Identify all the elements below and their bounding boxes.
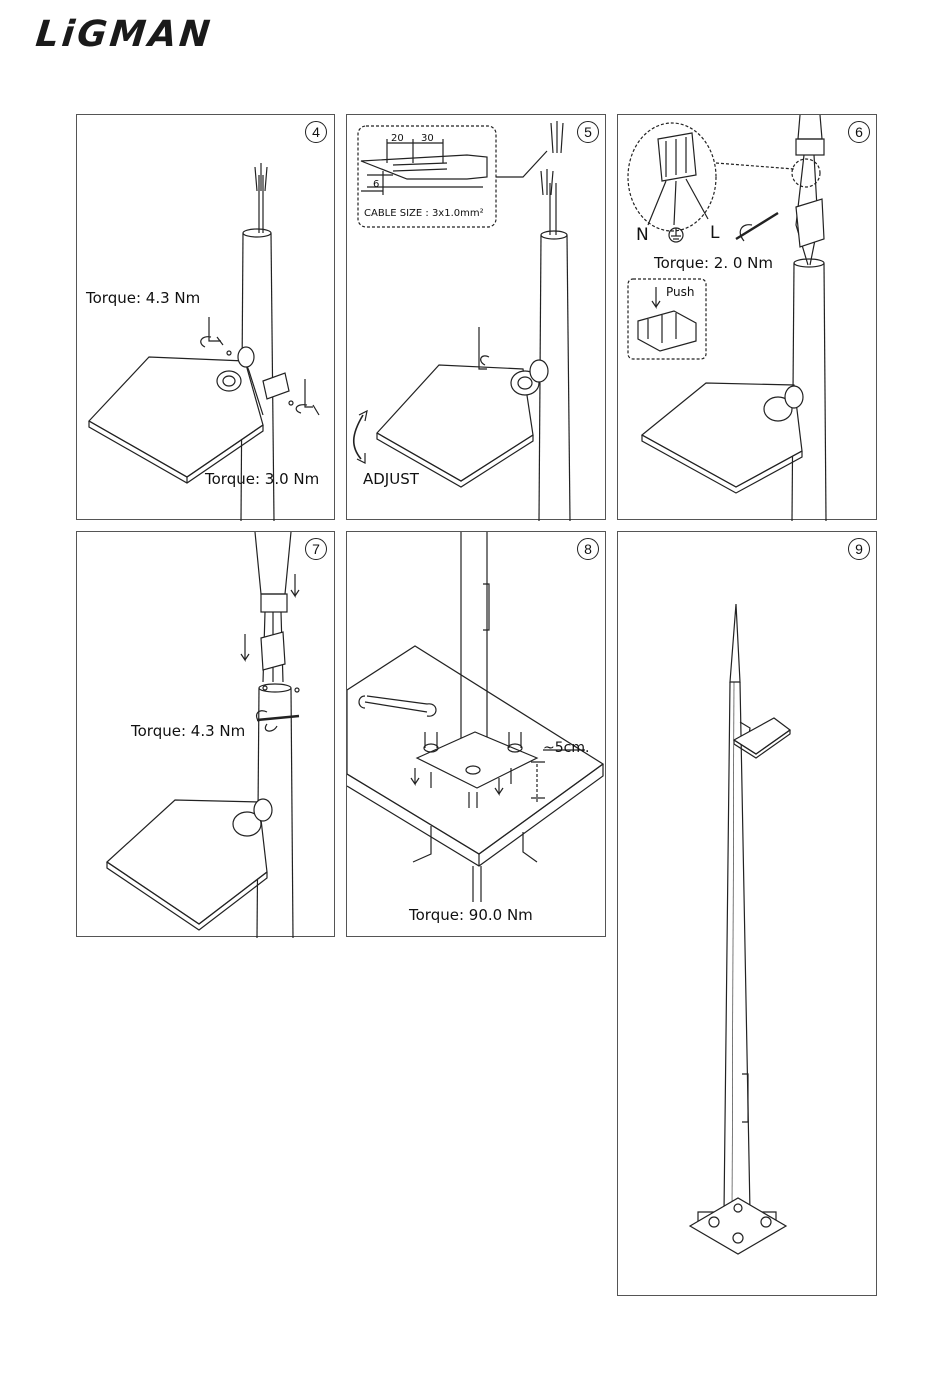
step-8-number: 8 xyxy=(577,538,599,560)
step-6-panel: 6 N L Torque: 2. 0 Nm Push xyxy=(617,114,877,520)
step-7-torque: Torque: 4.3 Nm xyxy=(131,722,245,740)
step-7-panel: 7 Torque: 4.3 Nm xyxy=(76,531,335,937)
ligman-logo: LiGMAN xyxy=(34,14,215,55)
step-8-illustration xyxy=(347,532,607,938)
step-6-illustration xyxy=(618,115,878,521)
step-6-number: 6 xyxy=(848,121,870,143)
step-4-number: 4 xyxy=(305,121,327,143)
step-5-dim-20: 20 xyxy=(391,133,404,144)
step-8-panel: 8 ~5cm. Torque: 90.0 Nm xyxy=(346,531,606,937)
step-5-cable-size: CABLE SIZE : 3x1.0mm² xyxy=(364,208,484,219)
step-5-dim-30: 30 xyxy=(421,133,434,144)
step-5-number: 5 xyxy=(577,121,599,143)
step-7-number: 7 xyxy=(305,538,327,560)
step-4-torque-bottom: Torque: 3.0 Nm xyxy=(205,470,319,488)
step-6-torque: Torque: 2. 0 Nm xyxy=(654,254,773,272)
step-6-neutral-label: N xyxy=(636,225,649,245)
step-9-panel: 9 xyxy=(617,531,877,1296)
step-9-illustration xyxy=(618,532,878,1297)
step-8-gap: ~5cm. xyxy=(543,740,589,756)
step-9-number: 9 xyxy=(848,538,870,560)
step-4-torque-top: Torque: 4.3 Nm xyxy=(86,289,200,307)
step-4-panel: 4 Torque: 4.3 Nm Torque: 3.0 Nm xyxy=(76,114,335,520)
step-5-panel: 5 20 30 6 CABLE SIZE : 3x1.0mm² ADJUST xyxy=(346,114,606,520)
step-5-illustration xyxy=(347,115,607,521)
step-8-torque: Torque: 90.0 Nm xyxy=(409,906,533,924)
step-5-dim-6: 6 xyxy=(373,179,379,190)
step-4-illustration xyxy=(77,115,336,521)
step-6-live-label: L xyxy=(710,223,719,243)
step-6-push-label: Push xyxy=(666,285,695,299)
step-5-adjust: ADJUST xyxy=(363,470,419,488)
